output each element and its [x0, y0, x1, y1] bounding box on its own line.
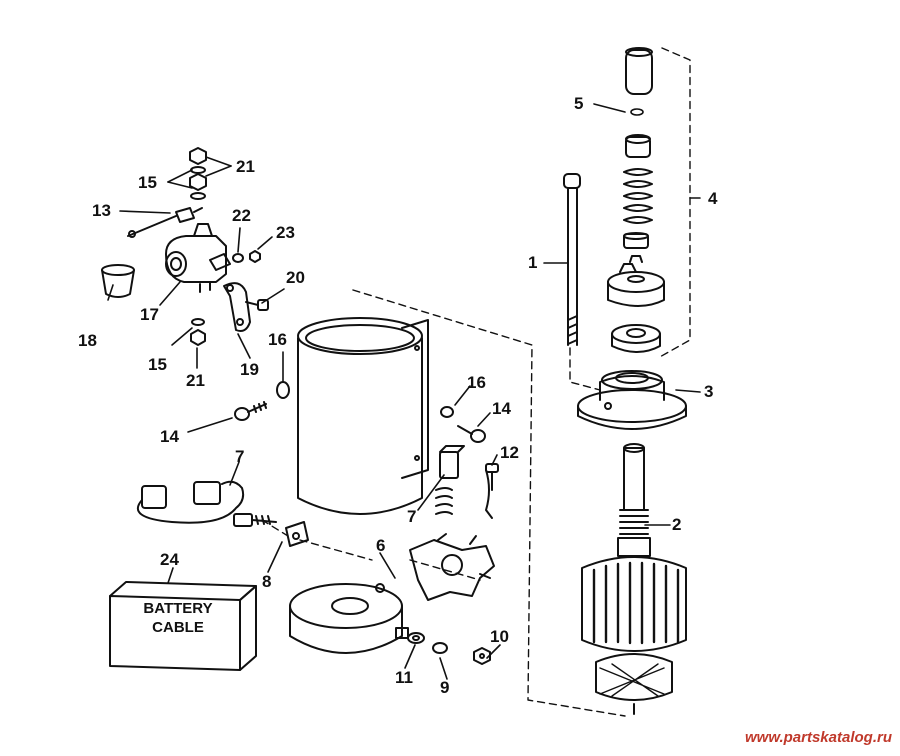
- callout-5: 5: [574, 94, 584, 113]
- solenoid-boot: [101, 264, 135, 298]
- callout-18: 18: [78, 331, 97, 350]
- callout-22: 22: [232, 206, 251, 225]
- callout-19: 19: [240, 360, 259, 379]
- callout-14b: 14: [492, 399, 511, 418]
- brushes-and-springs: [136, 445, 493, 527]
- callout-12: 12: [500, 443, 519, 462]
- brush-screw: [485, 463, 499, 491]
- pinion-kit: [607, 47, 665, 353]
- callout-9: 9: [440, 678, 450, 697]
- callout-20: 20: [286, 268, 305, 287]
- through-bolt: [563, 173, 581, 346]
- starter-solenoid: [165, 223, 231, 293]
- callout-21b: 21: [186, 371, 205, 390]
- terminal: [285, 521, 309, 547]
- callout-7a: 7: [235, 447, 245, 466]
- callout-15a: 15: [138, 173, 157, 192]
- callout-7b: 7: [407, 507, 417, 526]
- armature: [581, 443, 687, 715]
- mounting-screws: [234, 401, 486, 443]
- battery-cable-box: [109, 581, 257, 671]
- lock-washers: [276, 381, 454, 418]
- lower-end-cap: [289, 583, 409, 654]
- callout-23: 23: [276, 223, 295, 242]
- callout-11: 11: [395, 668, 413, 687]
- bracket-screws: [232, 250, 269, 311]
- callout-21a: 21: [236, 157, 255, 176]
- callout-24: 24: [160, 550, 179, 569]
- callout-2: 2: [672, 515, 682, 534]
- battery-cable-line-1: BATTERY: [143, 600, 213, 617]
- callout-3: 3: [704, 382, 714, 401]
- callout-13: 13: [92, 201, 111, 220]
- bracket: [223, 282, 251, 332]
- callout-14a: 14: [160, 427, 179, 446]
- callout-10: 10: [490, 627, 509, 646]
- upper-end-cap: [577, 370, 687, 430]
- solenoid-bolt: [127, 207, 203, 238]
- callout-8: 8: [262, 572, 272, 591]
- callout-16a: 16: [268, 330, 287, 349]
- callout-17: 17: [140, 305, 159, 324]
- alignment-dashes: [261, 47, 691, 717]
- callout-15b: 15: [148, 355, 167, 374]
- field-frame: [297, 317, 429, 515]
- nuts-and-washers: [189, 147, 207, 346]
- battery-cable-line-2: CABLE: [152, 618, 204, 636]
- callout-4: 4: [708, 189, 718, 208]
- washers-and-nut: [407, 632, 491, 665]
- watermark[interactable]: www.partskatalog.ru: [745, 729, 892, 746]
- callout-6: 6: [376, 536, 386, 555]
- callout-1: 1: [528, 253, 538, 272]
- battery-cable-label: BATTERY CABLE: [122, 600, 234, 638]
- callout-16b: 16: [467, 373, 486, 392]
- brush-plate: [409, 533, 495, 601]
